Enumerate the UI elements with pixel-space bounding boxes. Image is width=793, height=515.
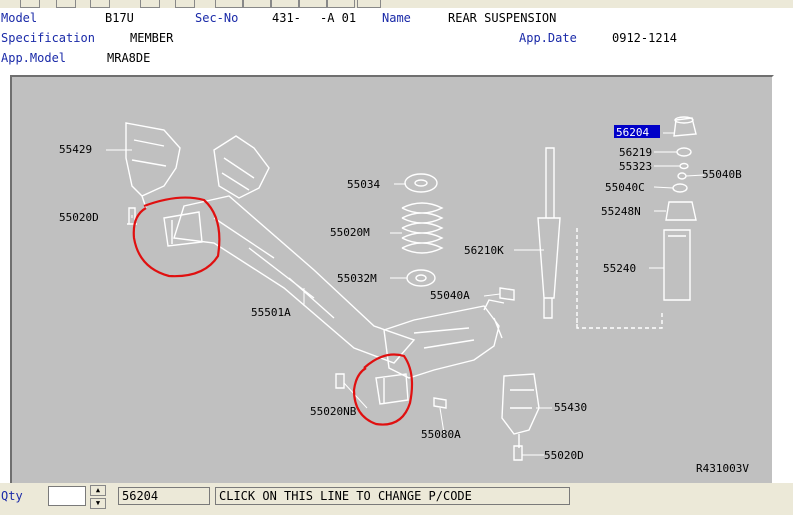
part-label-55248N: 55248N (601, 205, 641, 218)
part-label-55240: 55240 (603, 262, 636, 275)
name-label: Name (382, 11, 411, 25)
part-label-55080A: 55080A (421, 428, 461, 441)
diagram-panel (10, 75, 774, 487)
secno-sub-value: -A 01 (320, 11, 357, 25)
axle-beam-drawing (173, 195, 416, 364)
spring-seat-top-drawing (404, 173, 438, 193)
bushing-55040C-drawing (672, 183, 688, 193)
qty-input[interactable] (48, 486, 86, 506)
toolbar (0, 0, 793, 8)
diagram-code: R431003V (696, 462, 749, 475)
qty-increment-button[interactable]: ▲ (90, 485, 106, 496)
trailing-arm-top-drawing (213, 135, 270, 199)
bolt-bottom-drawing (513, 445, 523, 461)
parts-diagram[interactable]: 55429 55020D 55034 55020M 55032M 55501A … (14, 78, 769, 481)
spec-value: MEMBER (130, 31, 174, 45)
bolt-55020NB-drawing (335, 373, 345, 389)
toolbar-button[interactable] (90, 0, 110, 8)
part-label-55040B: 55040B (702, 168, 742, 181)
nut-55323-drawing (679, 162, 689, 170)
toolbar-button[interactable] (175, 0, 195, 8)
assembly-bounding-lines (576, 228, 663, 329)
red-circle-annotation-left (132, 196, 221, 278)
part-labels[interactable]: 55429 55020D 55034 55020M 55032M 55501A … (59, 125, 749, 475)
bushing-55040B-drawing (677, 172, 687, 180)
washer-56219-drawing (676, 147, 692, 157)
bracket-55429-drawing (125, 122, 181, 209)
qty-decrement-button[interactable]: ▼ (90, 498, 106, 509)
part-label-55020D: 55020D (59, 211, 99, 224)
toolbar-button[interactable] (357, 0, 381, 8)
toolbar-button[interactable] (299, 0, 327, 8)
name-value: REAR SUSPENSION (448, 11, 557, 25)
dust-cover-drawing (663, 229, 691, 301)
part-label-56210K: 56210K (464, 244, 504, 257)
appmodel-value: MRA8DE (107, 51, 151, 65)
part-label-56219: 56219 (619, 146, 652, 159)
model-label: Model (1, 11, 38, 25)
coil-spring-drawing (401, 202, 444, 254)
toolbar-button[interactable] (243, 0, 271, 8)
change-pcode-line[interactable]: CLICK ON THIS LINE TO CHANGE P/CODE (215, 487, 570, 505)
bound-bumper-drawing (665, 201, 697, 221)
part-label-55323: 55323 (619, 160, 652, 173)
shock-absorber-drawing (537, 147, 561, 319)
part-label-55020D-bottom: 55020D (544, 449, 584, 462)
toolbar-button[interactable] (271, 0, 299, 8)
scroll-strip (780, 78, 793, 483)
part-label-55020NB: 55020NB (310, 405, 357, 418)
leader-lines (106, 132, 705, 456)
secno-value: 431- (272, 11, 301, 25)
red-circle-annotation-right (352, 353, 414, 426)
spring-seat-bottom-drawing (406, 269, 436, 287)
toolbar-button[interactable] (215, 0, 243, 8)
part-label-55430: 55430 (554, 401, 587, 414)
qty-label: Qty (1, 489, 23, 503)
bracket-55430-drawing (501, 373, 540, 448)
appdate-value: 0912-1214 (612, 31, 678, 45)
part-label-55040C: 55040C (605, 181, 645, 194)
bushing-right-drawing (375, 373, 409, 405)
part-code-field[interactable]: 56204 (118, 487, 210, 505)
bolt-55040A-drawing (499, 287, 515, 301)
model-value: B17U (105, 11, 134, 25)
bushing-left-drawing (163, 211, 203, 247)
toolbar-button[interactable] (20, 0, 40, 8)
mount-insulator-drawing (673, 117, 697, 137)
part-label-55501A: 55501A (251, 306, 291, 319)
part-drawings (125, 116, 697, 461)
part-label-56204: 56204 (616, 126, 649, 139)
selected-part-highlight (614, 125, 660, 138)
bolt-55080A-drawing (433, 397, 447, 409)
part-label-55020M: 55020M (330, 226, 370, 239)
appmodel-label: App.Model (1, 51, 67, 65)
part-label-55032M: 55032M (337, 272, 377, 285)
part-label-55429: 55429 (59, 143, 92, 156)
trailing-arm-right-drawing (383, 299, 505, 379)
toolbar-button[interactable] (56, 0, 76, 8)
part-label-55040A: 55040A (430, 289, 470, 302)
appdate-label: App.Date (519, 31, 577, 45)
part-label-55034: 55034 (347, 178, 380, 191)
spec-label: Specification (1, 31, 95, 45)
toolbar-button[interactable] (327, 0, 355, 8)
toolbar-button[interactable] (140, 0, 160, 8)
secno-label: Sec-No (195, 11, 239, 25)
